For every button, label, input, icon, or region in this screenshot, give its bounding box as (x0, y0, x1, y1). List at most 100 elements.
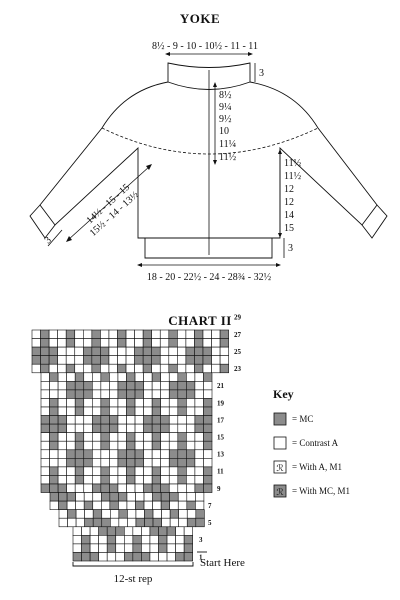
row-number: 23 (234, 365, 242, 373)
chart-cell (91, 363, 101, 374)
chart-cell (58, 500, 68, 510)
chart-cell (40, 406, 50, 416)
chart-cell (168, 355, 178, 365)
chart-cell (202, 346, 212, 356)
chart-cell (186, 492, 196, 502)
chart-cell (40, 466, 50, 476)
chart-cell (143, 475, 153, 485)
chart-cell (151, 423, 161, 433)
chart-cell (132, 535, 142, 545)
chart-cell (100, 355, 110, 365)
chart-cell (186, 406, 196, 416)
chart-cell (126, 432, 136, 442)
chart-cell (124, 535, 134, 545)
chart-cell (118, 517, 128, 528)
chart-cell (117, 466, 127, 476)
chart-cell (83, 492, 94, 502)
chart-cell (149, 526, 159, 536)
chart-cell (152, 500, 162, 510)
chart-cell (100, 338, 110, 348)
chart-cell (168, 406, 179, 416)
chart-cell (143, 483, 153, 493)
chart-cell (160, 406, 170, 416)
chart-cell (160, 398, 170, 408)
chart-cell (194, 449, 204, 459)
chart-cell (126, 389, 136, 399)
chart-cell (151, 355, 161, 365)
chart-cell (203, 389, 213, 399)
legend-item-with-mc-m1: ℛ = With MC, M1 (273, 484, 350, 498)
chart-cell (66, 475, 76, 485)
chart-cell (185, 355, 195, 365)
chart-cell (175, 526, 185, 536)
chart-cell (108, 355, 118, 365)
chart-cell (177, 372, 187, 382)
chart-cell (185, 346, 195, 356)
chart-cell (151, 372, 161, 382)
legend-label-with-mc-m1: = With MC, M1 (292, 486, 350, 496)
chart-cell (203, 483, 213, 493)
chart-cell (83, 440, 93, 451)
sleeve-length-arrow (67, 165, 151, 241)
chart-cell (202, 329, 212, 339)
chart-cell (203, 406, 213, 416)
chart-cell (219, 346, 229, 356)
chart-cell (186, 466, 196, 476)
chart-cell (142, 346, 152, 356)
chart-cell (40, 355, 50, 365)
chart-cell (183, 543, 193, 553)
chart-cell (177, 406, 187, 416)
chart-cell (49, 389, 59, 399)
chart-cell (143, 398, 153, 408)
chart-cell (109, 500, 119, 510)
chart-cell (40, 483, 50, 493)
chart-cell (92, 381, 102, 391)
chart-cell (125, 346, 135, 356)
chart-cell (186, 458, 196, 468)
chart-cell (177, 458, 187, 468)
start-here-label: Start Here (200, 557, 245, 569)
chart-cell (106, 526, 117, 536)
chart-cell (168, 466, 179, 476)
chart-cell (194, 329, 204, 339)
chart-cell (72, 535, 82, 545)
chart-cell (83, 500, 94, 510)
chart-cell (183, 526, 193, 536)
chart-cell (100, 346, 110, 356)
chart-cell (115, 526, 125, 536)
chart-cell (166, 552, 176, 562)
chart-cell (177, 475, 187, 485)
chart-cell (117, 458, 127, 468)
chart-cell (166, 543, 176, 553)
chart-cell (40, 381, 50, 391)
chart-cell (186, 483, 196, 493)
chart-cell (98, 543, 108, 553)
chart-cell (185, 363, 195, 374)
chart-cell (141, 535, 151, 545)
chart-cell (109, 475, 119, 485)
chart-cell (159, 338, 170, 348)
chart-cell (132, 543, 142, 553)
chart-cell (67, 509, 77, 519)
chart-cell (72, 543, 82, 553)
chart-cell (57, 338, 67, 348)
chart-cell (124, 543, 134, 553)
chart-cell (177, 389, 187, 399)
chart-cell (143, 389, 153, 399)
chart-cell (126, 466, 136, 476)
chart-cell (72, 552, 82, 562)
chart-cell (40, 389, 50, 399)
chart-cell (83, 338, 93, 348)
chart-cell (160, 449, 170, 459)
chart-cell (74, 440, 85, 451)
chart-cell (83, 389, 93, 399)
chart-cell (92, 458, 102, 468)
chart-cell (134, 423, 144, 433)
chart-cell (185, 338, 195, 348)
chart-cell (117, 381, 127, 391)
chart-cell (202, 363, 212, 374)
chart-cell (126, 372, 136, 382)
chart-cell (143, 440, 153, 451)
chart-cell (159, 355, 170, 365)
row-number: 9 (217, 485, 221, 493)
